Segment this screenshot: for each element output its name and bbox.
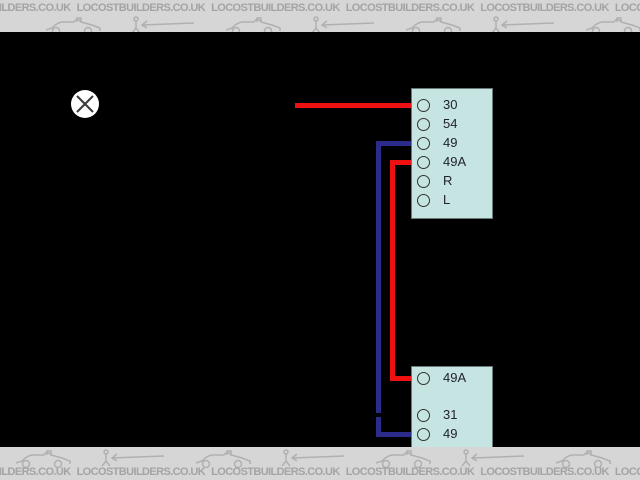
watermark-icons-row [44,15,640,32]
watermark-text: LOCOSTBUILDERS.CO.UK [76,2,206,14]
watermark-text: LOCOSTBUILDERS.CO.UK [76,466,206,478]
watermark-text: LOCOSTBUILDERS.CO.UK [614,466,640,478]
terminal-49a: 49A [412,370,492,385]
kit-car-icon [585,17,640,32]
watermark-text: LOCOSTBUILDERS.CO.UK [480,466,609,478]
wire-red-horizontal-bottom [390,376,416,381]
terminal-49: 49 [412,426,492,441]
terminal-r: R [412,173,492,188]
wire-red-horizontal-top [390,160,416,165]
wire-red-vertical [390,160,395,381]
terminal-label: 49 [443,426,458,441]
kit-car-icon [195,450,251,468]
terminal-l: L [412,192,492,207]
figure-arrow-icon [311,16,375,32]
watermark-text: LOCOSTBUILDERS.CO.UK [614,2,640,14]
wire-blue-break [375,413,382,417]
terminal-circle-icon [417,137,430,150]
wire-blue-vertical [376,141,381,437]
terminal-circle-icon [417,409,430,422]
terminal-label: 54 [443,116,458,131]
terminal-circle-icon [417,99,430,112]
watermark-band-bottom: LOCOSTBUILDERS.CO.UK LOCOSTBUILDERS.CO.U… [0,447,640,480]
watermark-text: LOCOSTBUILDERS.CO.UK [345,2,475,14]
kit-car-icon [225,17,281,32]
terminal-label: 30 [443,97,458,112]
diagram-canvas: 30 54 49 49A R L [0,32,640,447]
watermark-icons-row [14,448,640,468]
terminal-31: 31 [412,407,492,422]
figure-arrow-icon [101,449,165,467]
terminal-label: 49A [443,154,467,169]
terminal-label: 49A [443,370,467,385]
terminal-label: R [443,173,453,188]
terminal-54: 54 [412,116,492,131]
watermark-band-top: LOCOSTBUILDERS.CO.UK LOCOSTBUILDERS.CO.U… [0,0,640,32]
terminal-circle-icon [417,118,430,131]
watermark-text: LOCOSTBUILDERS.CO.UK [211,466,340,478]
terminal-box-top: 30 54 49 49A R L [411,88,493,219]
figure-arrow-icon [461,449,525,467]
terminal-label: 31 [443,407,458,422]
watermark-text: LOCOSTBUILDERS.CO.UK [345,466,475,478]
terminal-49: 49 [412,135,492,150]
terminal-circle-icon [417,372,430,385]
terminal-label: L [443,192,451,207]
figure-arrow-icon [281,449,345,467]
figure-arrow-icon [131,16,195,32]
kit-car-icon [375,450,431,468]
watermark-text-row: LOCOSTBUILDERS.CO.UK LOCOSTBUILDERS.CO.U… [0,466,640,478]
wire-red-supply [295,103,416,108]
watermark-text: LOCOSTBUILDERS.CO.UK [0,466,71,478]
terminal-circle-icon [417,428,430,441]
wire-blue-horizontal-bottom [376,432,416,437]
terminal-box-bottom: 49A 31 49 [411,366,493,447]
kit-car-icon [45,17,101,32]
kit-car-icon [555,450,611,468]
watermark-text-row: LOCOSTBUILDERS.CO.UK LOCOSTBUILDERS.CO.U… [0,2,640,14]
terminal-circle-icon [417,194,430,207]
terminal-circle-icon [417,156,430,169]
watermark-text: LOCOSTBUILDERS.CO.UK [0,2,71,14]
watermark-text: LOCOSTBUILDERS.CO.UK [211,2,340,14]
terminal-49a: 49A [412,154,492,169]
terminal-30: 30 [412,97,492,112]
kit-car-icon [405,17,461,32]
figure-arrow-icon [491,16,555,32]
watermark-text: LOCOSTBUILDERS.CO.UK [480,2,609,14]
lamp-icon [71,90,99,118]
terminal-label: 49 [443,135,458,150]
wire-blue-horizontal-top [376,141,416,146]
terminal-circle-icon [417,175,430,188]
kit-car-icon [15,450,71,468]
